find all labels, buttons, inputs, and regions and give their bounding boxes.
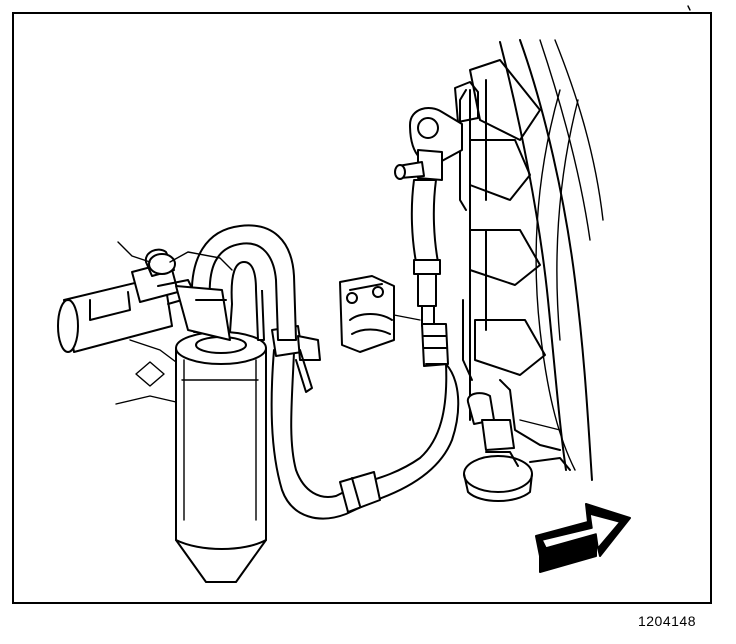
lower-connector: [421, 323, 449, 367]
corner-mark: [687, 5, 691, 11]
suction-hose: [270, 349, 460, 520]
lower-radiator-fitting: [463, 392, 571, 502]
upper-hose-fitting: [394, 107, 463, 181]
radiator-core: [454, 39, 604, 481]
engine-tube-assembly: [57, 241, 233, 405]
figure-number: 1204148: [637, 613, 696, 629]
accumulator-outlet-tube: [190, 224, 297, 341]
hose-bracket-clip: [339, 275, 421, 353]
right-arrow-icon: [535, 503, 631, 573]
accumulator-canister: [175, 331, 267, 583]
liquid-line-hose: [410, 179, 441, 327]
